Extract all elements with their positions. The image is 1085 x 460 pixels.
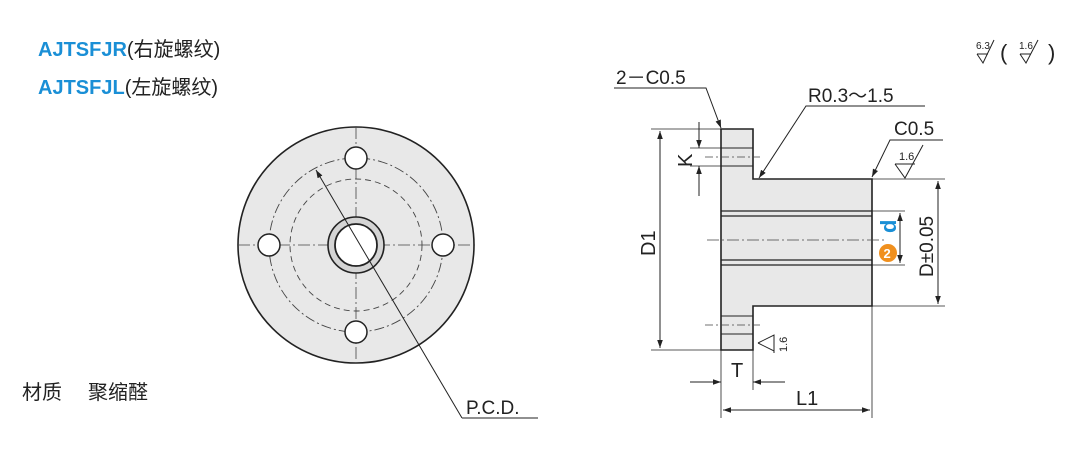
material-label: 材质 [22,382,62,404]
shaft-hidden-circle [289,178,423,312]
d-badge-number: 2 [884,246,891,261]
finish-bottom-value: 1.6 [778,337,790,352]
pcd-label: P.C.D. [466,398,520,419]
finish-right-value: 1.6 [899,151,914,163]
side-view: 2－C0.5 R0.3～1.5 C0.5 1.6 K D1 d 2 [614,68,945,418]
d-badge-circle [879,244,897,262]
d1-label: D1 [638,230,660,256]
l1-label: L1 [796,388,818,410]
hole-left [257,233,281,257]
finish-main-symbol [976,39,995,65]
title-left-code: AJTSFJL [38,77,125,99]
flange-body [720,128,873,351]
k-label: K [675,153,697,167]
hole-bottom [344,320,368,344]
chamfer-left-label: 2－C0.5 [616,68,686,89]
radius-leader [758,105,925,179]
title-left-desc: (左旋螺纹) [124,77,219,99]
title-left-thread: AJTSFJL(左旋螺纹) [38,71,218,100]
finish-main-value: 6.3 [976,41,990,52]
finish-paren-symbol [1019,39,1039,64]
d-tol-label: D±0.05 [917,216,938,277]
finish-paren-value: 1.6 [1019,41,1033,52]
title-right-desc: (右旋螺纹) [126,39,221,61]
front-view: P.C.D. [237,126,538,419]
finish-paren-close: ) [1048,40,1055,65]
general-surface-finish: 6.3 ( 1.6 ) [976,39,1055,65]
bore-circle [334,223,378,267]
material-value: 聚缩醛 [88,382,148,404]
title-right-code: AJTSFJR [38,39,127,61]
finish-symbol-right: 1.6 [894,144,924,179]
radius-label: R0.3～1.5 [808,86,894,107]
pcd-leader [315,169,463,419]
material-spec: 材质 聚缩醛 [22,376,148,405]
d-small-label: d [876,220,901,233]
hole-top [344,146,368,170]
finish-symbol-bottom: 1.6 [757,334,790,353]
chamfer-right-leader [871,139,943,178]
chamfer-left-leader [614,87,722,129]
t-label: T [731,360,743,382]
title-right-thread: AJTSFJR(右旋螺纹) [38,33,220,62]
chamfer-right-label: C0.5 [894,119,934,140]
hole-right [431,233,455,257]
finish-paren-open: ( [1000,40,1008,65]
